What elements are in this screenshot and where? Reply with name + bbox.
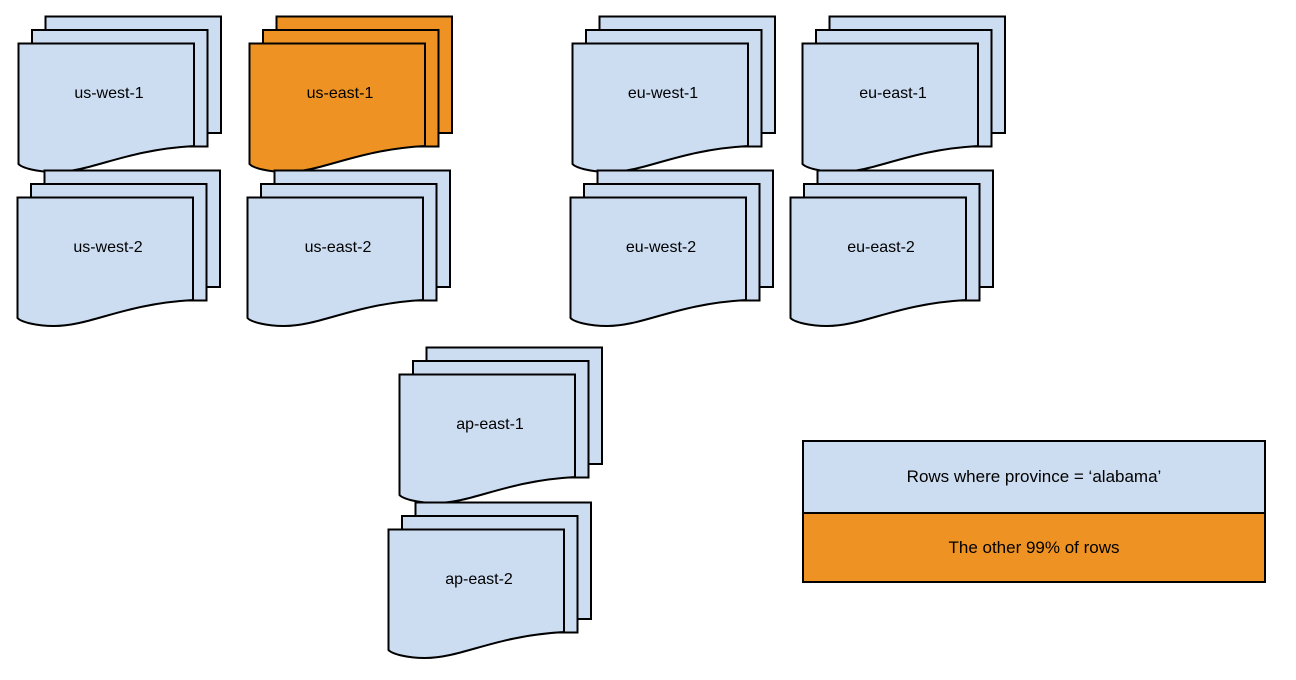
document-stack-shape	[398, 346, 603, 505]
document-sheet-front	[801, 42, 979, 174]
document-stack-shape	[801, 15, 1006, 174]
document-stack-shape	[246, 169, 451, 328]
legend-row-label: Rows where province = ‘alabama’	[906, 467, 1162, 486]
document-sheet-front	[246, 196, 424, 328]
document-stack-shape	[248, 15, 453, 174]
document-stack-shape	[387, 501, 592, 660]
document-sheet-front	[571, 42, 749, 174]
document-stack-us-east-2[interactable]	[246, 169, 454, 332]
document-stack-us-east-1[interactable]	[248, 15, 456, 178]
document-stack-us-west-2[interactable]	[16, 169, 224, 332]
document-stack-shape	[16, 169, 221, 328]
document-stack-eu-east-1[interactable]	[801, 15, 1009, 178]
document-stack-ap-east-1[interactable]	[398, 346, 606, 509]
document-sheet-front	[569, 196, 747, 328]
document-stack-shape	[17, 15, 222, 174]
document-stack-us-west-1[interactable]	[17, 15, 225, 178]
legend: Rows where province = ‘alabama’ The other…	[802, 440, 1266, 583]
document-sheet-front	[398, 373, 576, 505]
document-sheet-front	[16, 196, 194, 328]
document-stack-shape	[569, 169, 774, 328]
document-stack-eu-west-2[interactable]	[569, 169, 777, 332]
document-stack-eu-west-1[interactable]	[571, 15, 779, 178]
document-stack-ap-east-2[interactable]	[387, 501, 595, 664]
document-stack-eu-east-2[interactable]	[789, 169, 997, 332]
document-stack-shape	[571, 15, 776, 174]
document-stack-shape	[789, 169, 994, 328]
document-sheet-front	[248, 42, 426, 174]
document-sheet-front	[387, 528, 565, 660]
legend-row-label: The other 99% of rows	[948, 537, 1120, 557]
document-sheet-front	[789, 196, 967, 328]
legend-row-legend-orange: The other 99% of rows	[804, 514, 1264, 581]
legend-row-legend-blue: Rows where province = ‘alabama’	[804, 442, 1264, 514]
document-sheet-front	[17, 42, 195, 174]
